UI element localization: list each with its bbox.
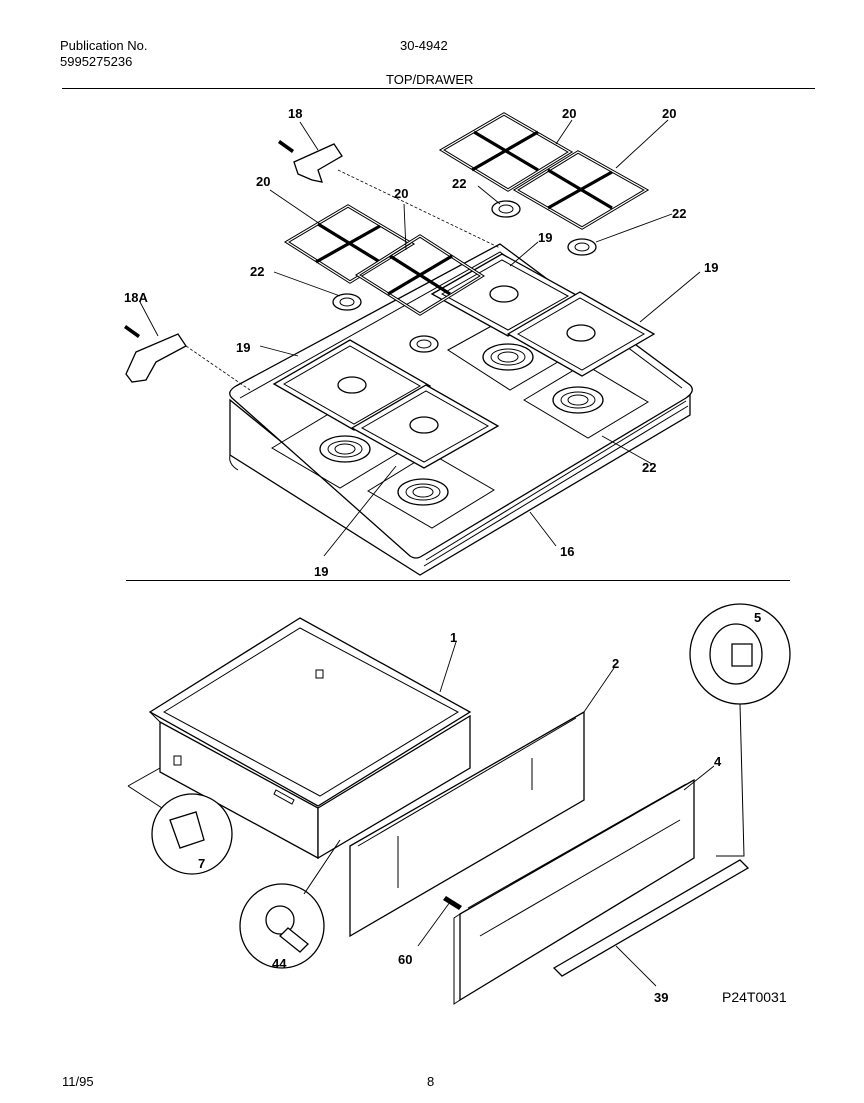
leader-lines — [139, 119, 715, 987]
publication-label: Publication No. — [60, 38, 148, 53]
callout-20: 20 — [562, 106, 576, 121]
drawer-body — [148, 617, 472, 860]
detail-circle-5 — [689, 603, 791, 857]
drawing-id: P24T0031 — [722, 989, 787, 1005]
header-rule — [62, 88, 815, 89]
screw-60 — [443, 896, 462, 910]
callout-18: 18 — [288, 106, 302, 121]
callout-19: 19 — [314, 564, 328, 579]
drawer-face-4 — [453, 778, 695, 1005]
assembly-lines — [185, 169, 501, 391]
callout-2: 2 — [612, 656, 619, 671]
drip-pans — [272, 253, 656, 469]
section-title: TOP/DRAWER — [386, 72, 474, 87]
burner-grates — [283, 112, 650, 316]
hinge-bracket-18 — [278, 140, 343, 183]
callout-39: 39 — [654, 990, 668, 1005]
callout-19: 19 — [236, 340, 250, 355]
callout-16: 16 — [560, 544, 574, 559]
callout-19: 19 — [704, 260, 718, 275]
callout-20: 20 — [394, 186, 408, 201]
callout-22: 22 — [250, 264, 264, 279]
callout-22: 22 — [672, 206, 686, 221]
section-divider — [126, 580, 790, 581]
callout-20: 20 — [256, 174, 270, 189]
callout-18a: 18A — [124, 290, 148, 305]
callout-labels: 18 18A 20 20 20 20 22 22 22 22 19 19 19 … — [124, 106, 761, 1005]
burner-bowls — [271, 317, 649, 529]
drawer-handle-39 — [552, 859, 750, 977]
callout-20: 20 — [662, 106, 676, 121]
callout-5: 5 — [754, 610, 761, 625]
footer-date: 11/95 — [62, 1074, 94, 1089]
burner-rings — [332, 200, 597, 353]
callout-44: 44 — [272, 956, 287, 971]
callout-22: 22 — [642, 460, 656, 475]
detail-circle-7 — [127, 767, 233, 875]
page-number: 8 — [427, 1074, 435, 1089]
hinge-bracket-18a — [124, 325, 187, 383]
publication-number: 5995275236 — [60, 54, 133, 69]
model-number: 30-4942 — [400, 38, 448, 53]
callout-7: 7 — [198, 856, 205, 871]
detail-circle-44 — [239, 839, 341, 969]
callout-60: 60 — [398, 952, 412, 967]
callout-1: 1 — [450, 630, 457, 645]
callout-22: 22 — [452, 176, 466, 191]
drawer-front-panel-2 — [349, 710, 585, 938]
callout-19: 19 — [538, 230, 552, 245]
callout-4: 4 — [714, 754, 722, 769]
